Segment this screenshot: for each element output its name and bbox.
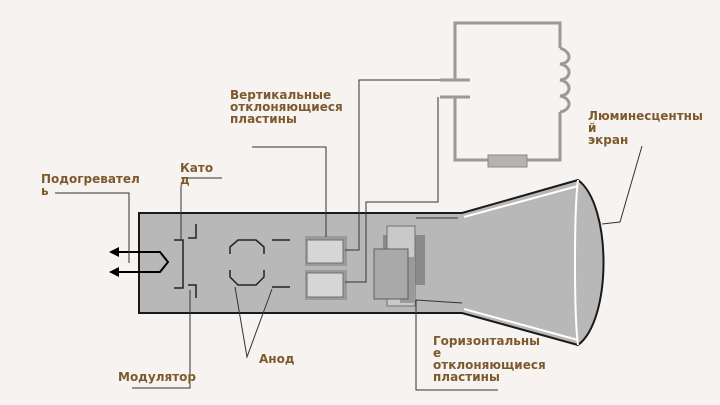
circuit-wire-left (453, 21, 562, 80)
inductor-coil (559, 46, 571, 114)
circuit-wire-bottom (453, 97, 562, 162)
resistor (487, 154, 528, 168)
label-anode: Анод (259, 352, 295, 366)
second-anode (272, 239, 290, 288)
label-screen: Люминесцентны й экран (588, 109, 703, 147)
leader-heater (55, 192, 130, 263)
leader-modulator (132, 290, 191, 389)
label-horizontal-plates: Горизонтальны е отклоняющиеся пластины (433, 334, 546, 384)
first-anode (229, 239, 265, 286)
leader-vertical-plates (252, 146, 327, 237)
heater-filament (109, 247, 170, 277)
tube-glass-highlight-top (463, 185, 579, 218)
arrow-left-icon (109, 267, 119, 277)
lc-circuit (440, 21, 571, 162)
leader-screen (601, 145, 643, 225)
luminescent-screen (574, 179, 579, 346)
leader-circuit-1 (345, 79, 440, 251)
label-modulator: Модулятор (118, 370, 196, 384)
horizontal-deflection-plates (373, 225, 425, 307)
label-heater: Подогревател ь (41, 172, 140, 198)
leader-horizontal-plates (415, 299, 498, 391)
tube-glass-highlight-bottom (463, 308, 579, 341)
vertical-deflection-plates (305, 236, 347, 300)
cathode (174, 239, 184, 289)
leader-anode (234, 286, 273, 359)
leader-cathode (180, 177, 222, 240)
modulator (188, 224, 197, 298)
tube-body (138, 178, 605, 347)
arrow-left-icon (109, 247, 119, 257)
leader-lines (55, 79, 643, 391)
label-vertical-plates: Вертикальные отклоняющиеся пластины (230, 88, 343, 126)
leader-circuit-2 (345, 97, 439, 283)
label-cathode: Като д (180, 161, 214, 187)
